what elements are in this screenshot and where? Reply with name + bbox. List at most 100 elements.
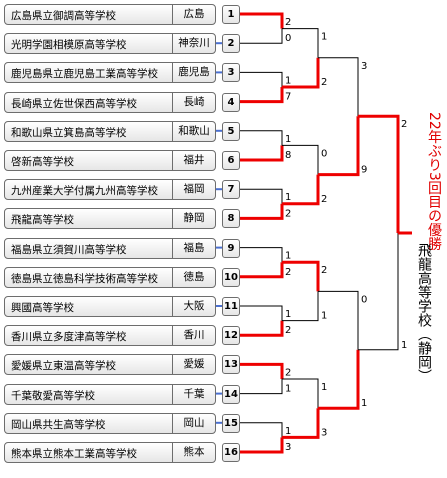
score-bottom: 0: [285, 33, 291, 44]
champion-team: 飛龍高等学校（静岡）: [416, 243, 432, 383]
score-bottom: 3: [321, 427, 327, 438]
seed-number: 7: [222, 180, 240, 200]
team-entry: 和歌山県立箕島高等学校和歌山: [4, 120, 216, 142]
score-bottom: 3: [285, 442, 291, 453]
team-entry: 九州産業大学付属九州高等学校福岡: [4, 179, 216, 201]
bracket-line-loser: [282, 378, 319, 409]
seed-number: 11: [222, 297, 240, 316]
score-top: 2: [401, 119, 407, 130]
team-name: 千葉敬愛高等学校: [11, 389, 95, 402]
bracket-line-loser: [318, 57, 359, 117]
team-entry: 愛媛県立東温高等学校愛媛: [4, 354, 216, 376]
team-name: 鹿児島県立鹿児島工業高等学校: [11, 68, 158, 81]
bracket-line-loser: [240, 379, 283, 395]
team-name: 福島県立須賀川高等学校: [11, 243, 127, 256]
team-prefecture: 香川: [172, 326, 215, 346]
bracket-line-winner: [240, 362, 284, 379]
team-prefecture: 熊本: [172, 443, 215, 462]
bracket-line-winner: [282, 260, 320, 292]
team-entry: 啓新高等学校 福井: [4, 150, 216, 171]
score-top: 1: [321, 32, 327, 43]
seed-number: 16: [222, 443, 240, 462]
seed-number: 8: [222, 209, 240, 229]
bracket-line-loser: [240, 28, 283, 44]
team-name: 光明学園相模原高等学校: [11, 39, 127, 52]
score-top: 1: [285, 426, 291, 437]
score-bottom: 1: [321, 311, 327, 322]
bracket-line-winner: [318, 349, 360, 410]
bracket-line-winner: [358, 114, 400, 233]
score-bottom: 8: [285, 150, 291, 161]
score-top: 3: [361, 61, 367, 72]
bracket-line-loser: [240, 305, 283, 321]
team-name: 和歌山県立箕島高等学校: [11, 126, 127, 139]
team-name: 興國高等学校: [11, 302, 74, 314]
team-prefecture: 福岡: [172, 180, 215, 200]
bracket-line-winner: [318, 116, 360, 177]
score-bottom: 2: [285, 208, 291, 219]
team-entry: 鹿児島県立鹿児島工業高等学校 鹿児島: [4, 62, 216, 84]
score-top: 1: [285, 192, 291, 203]
team-name: 広島県立御調高等学校: [11, 10, 116, 22]
team-entry: 岡山県共生高等学校岡山: [4, 412, 216, 434]
seed-number: 2: [222, 34, 240, 54]
bracket-line-winner: [240, 203, 284, 220]
team-prefecture: 鹿児島: [172, 63, 215, 83]
team-entry: 広島県立御調高等学校 広島: [4, 4, 216, 25]
bracket-line-loser: [282, 144, 319, 175]
score-top: 1: [321, 382, 327, 393]
seed-number: 12: [222, 326, 240, 346]
team-prefecture: 長崎: [172, 92, 215, 112]
seed-number: 1: [222, 5, 240, 24]
champion-note: 22年ぶり3回目の優勝: [426, 112, 442, 251]
bracket-line-loser: [240, 247, 283, 263]
score-top: 1: [285, 75, 291, 86]
score-bottom: 7: [285, 92, 291, 103]
score-top: 1: [285, 309, 291, 320]
team-name: 長崎県立佐世保西高等学校: [11, 97, 137, 110]
bracket-line-loser: [282, 291, 319, 322]
team-prefecture: 福井: [172, 151, 215, 170]
team-prefecture: 神奈川: [172, 34, 215, 54]
team-entry: 長崎県立佐世保西高等学校 長崎: [4, 91, 216, 113]
score-bottom: 1: [285, 384, 291, 395]
bracket-line-winner: [240, 12, 284, 29]
team-name: 徳島県立徳島科学技術高等学校: [11, 272, 158, 285]
score-top: 1: [285, 251, 291, 262]
seed-number: 6: [222, 151, 240, 170]
bracket-line-winner: [282, 57, 320, 89]
bracket-line-winner: [240, 145, 284, 162]
team-name: 香川県立多度津高等学校: [11, 331, 127, 344]
team-prefecture: 徳島: [172, 267, 215, 287]
team-entry: 香川県立多度津高等学校 香川: [4, 325, 216, 347]
bracket-line-winner: [240, 262, 284, 279]
bracket-line-loser: [358, 233, 399, 351]
team-prefecture: 静岡: [172, 209, 215, 229]
score-bottom: 2: [285, 267, 291, 278]
score-bottom: 1: [361, 398, 367, 409]
team-entry: 千葉敬愛高等学校千葉: [4, 383, 216, 405]
score-bottom: 2: [321, 77, 327, 88]
score-top: 2: [285, 17, 291, 28]
seed-number: 10: [222, 267, 240, 287]
team-prefecture: 岡山: [172, 413, 215, 433]
team-entry: 興國高等学校大阪: [4, 296, 216, 317]
team-entry: 光明学園相模原高等学校 神奈川: [4, 33, 216, 55]
score-top: 1: [285, 134, 291, 145]
team-entry: 福島県立須賀川高等学校福島: [4, 237, 216, 259]
seed-number: 5: [222, 121, 240, 141]
seed-number: 13: [222, 355, 240, 375]
score-bottom: 1: [401, 340, 407, 351]
team-prefecture: 愛媛: [172, 355, 215, 375]
score-bottom: 2: [285, 325, 291, 336]
team-name: 啓新高等学校: [11, 156, 74, 168]
team-prefecture: 広島: [172, 5, 215, 24]
team-name: 熊本県立熊本工業高等学校: [11, 448, 137, 460]
bracket-line-winner: [240, 87, 284, 104]
bracket-line-loser: [240, 71, 283, 87]
score-top: 0: [321, 148, 327, 159]
bracket-line-winner: [240, 437, 284, 454]
team-name: 飛龍高等学校: [11, 214, 74, 227]
bracket-line-winner: [282, 174, 320, 206]
